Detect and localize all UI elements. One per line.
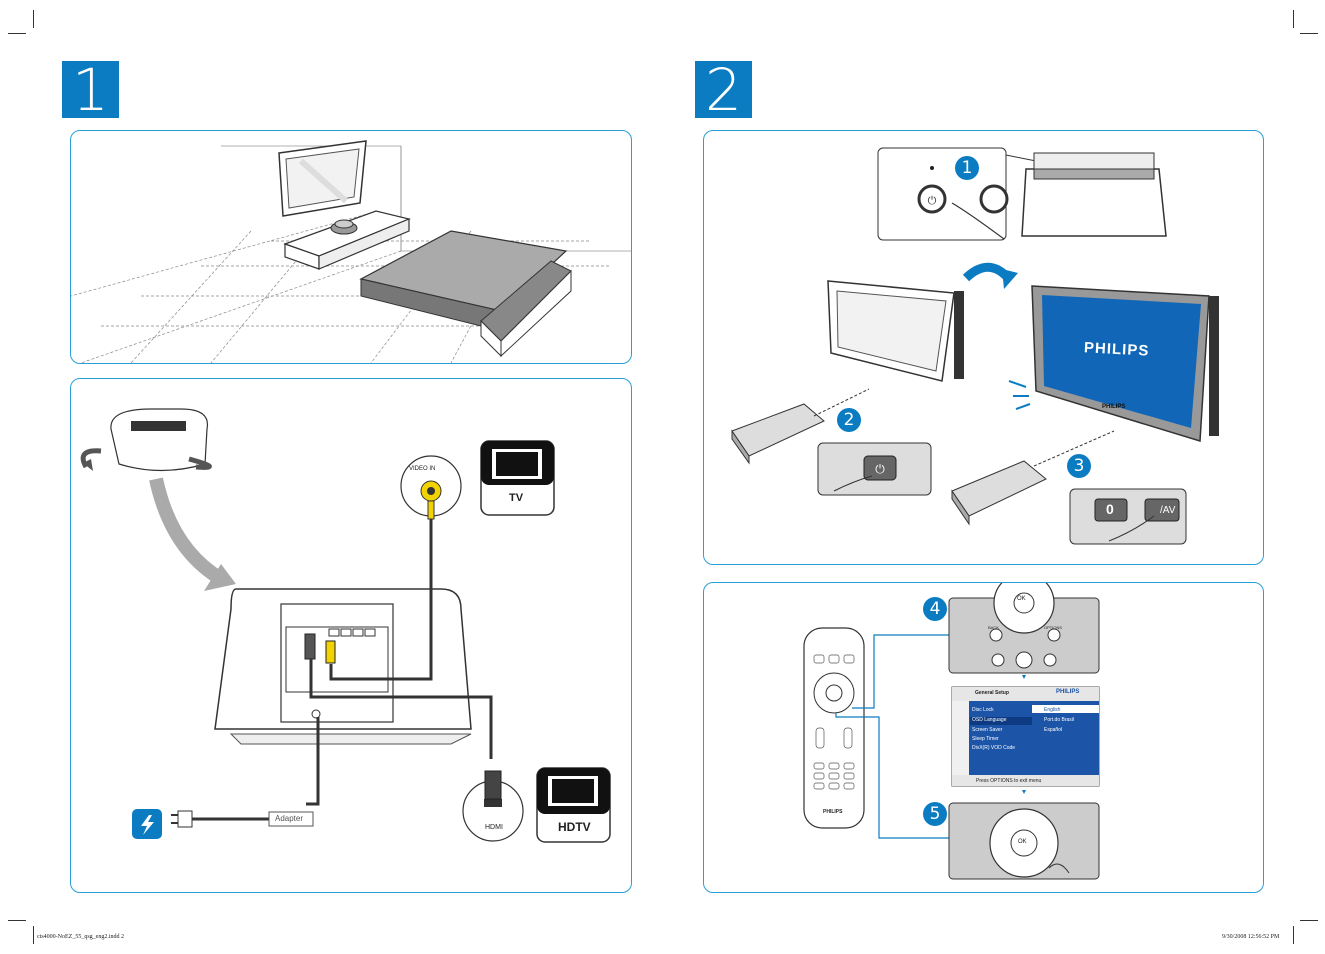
power-on-diagram: ⏻ ⏻ [731, 147, 1219, 545]
crop-mark [33, 10, 34, 28]
connection-diagram [80, 408, 611, 843]
crop-mark [8, 920, 26, 921]
menu-item[interactable]: Screen Saver [972, 727, 1003, 733]
key-source-av: /AV [1160, 505, 1176, 516]
menu-brand: PHILIPS [1056, 689, 1080, 695]
options-label: OPTIONS [1044, 625, 1063, 630]
back-label: BACK [988, 625, 999, 630]
menu-item[interactable]: Disc Lock [972, 707, 994, 713]
step-number-1: 1 [955, 156, 979, 180]
language-setup-diagram [803, 583, 1100, 880]
step-1-badge: 1 [62, 56, 119, 124]
tv-label: TV [509, 492, 524, 504]
adapter-label: Adapter [275, 814, 304, 823]
crop-mark [33, 926, 34, 944]
tv-illustration [278, 140, 367, 217]
svg-text:⏻: ⏻ [875, 462, 885, 476]
menu-item-selected[interactable]: OSD Language [972, 717, 1007, 723]
hdmi-label: HDMI [485, 824, 503, 831]
crop-mark [1293, 926, 1294, 944]
key-zero: 0 [1106, 501, 1114, 517]
step-number-3: 3 [1067, 454, 1091, 478]
dock-rotate-illustration [80, 408, 212, 472]
ok-label-bottom: OK [1018, 839, 1027, 845]
language-setup-panel: 4 5 OK BACK OPTIONS OK General Setup PHI… [703, 582, 1264, 893]
power-on-panel: ⏻ ⏻ [703, 130, 1264, 565]
crop-mark [1300, 920, 1318, 921]
menu-item[interactable]: Sleep Timer [972, 736, 999, 742]
footer-filename: cts4000-NoEZ_55_qsg_eng2.indd 2 [37, 934, 124, 940]
step-number-4: 4 [923, 597, 947, 621]
hdtv-label: HDTV [558, 820, 591, 834]
language-option[interactable]: Port.do Brasil [1044, 717, 1075, 723]
room-setup-panel [70, 130, 632, 364]
philips-screen-logo: PHILIPS [1083, 339, 1150, 360]
crop-mark [1300, 33, 1318, 34]
crop-mark [8, 33, 26, 34]
step-number-2: 2 [837, 408, 861, 432]
ok-label-top: OK [1017, 596, 1026, 602]
step-2-badge: 2 [695, 56, 752, 124]
crop-mark [1293, 10, 1294, 28]
room-illustration [71, 140, 631, 363]
menu-footer-text: Press OPTIONS to exit menu [976, 778, 1042, 784]
connection-panel: VIDEO IN TV HDMI HDTV Adapter [70, 378, 632, 893]
remote-brand: PHILIPS [823, 809, 843, 815]
svg-text:⏻: ⏻ [928, 194, 937, 207]
language-option-selected[interactable]: English [1044, 707, 1061, 713]
philips-tv-badge: PHILIPS [1102, 404, 1126, 410]
menu-title: General Setup [975, 690, 1009, 696]
menu-item[interactable]: DivX(R) VOD Code [972, 745, 1016, 751]
speaker-rear-illustration [214, 588, 472, 745]
step-number-5: 5 [923, 802, 947, 826]
language-option[interactable]: Español [1044, 727, 1063, 733]
video-in-label: VIDEO IN [409, 466, 436, 472]
footer-timestamp: 9/30/2008 12:56:52 PM [1222, 934, 1280, 940]
